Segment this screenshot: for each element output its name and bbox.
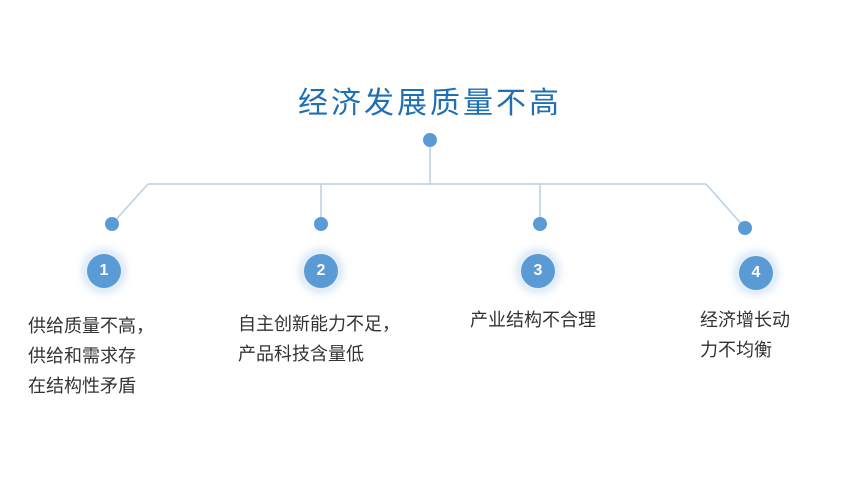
- branch-1-line-3: 在结构性矛盾: [28, 376, 136, 397]
- branch-3-line-1: 产业结构不合理: [470, 310, 596, 331]
- branch-dot-3: [533, 217, 547, 231]
- connector-branch-4: [705, 183, 746, 229]
- root-dot: [423, 133, 437, 147]
- branch-dot-2: [314, 217, 328, 231]
- branch-2-line-1: 自主创新能力不足，: [238, 314, 400, 335]
- branch-dot-1: [105, 217, 119, 231]
- branch-dot-4: [738, 221, 752, 235]
- branch-number-badge-3: 3: [521, 254, 555, 288]
- branch-number-badge-2: 2: [304, 254, 338, 288]
- branch-description-3: 产业结构不合理: [470, 306, 596, 336]
- branch-1-line-2: 供给和需求存: [28, 346, 136, 367]
- branch-4-line-1: 经济增长动: [700, 310, 790, 331]
- diagram-title: 经济发展质量不高: [298, 86, 562, 121]
- branch-number-badge-1: 1: [87, 254, 121, 288]
- branch-1-line-1: 供给质量不高，: [28, 316, 154, 337]
- connector-branch-1: [111, 183, 149, 225]
- branch-number-badge-4: 4: [739, 256, 773, 290]
- branch-description-2: 自主创新能力不足， 产品科技含量低: [238, 310, 400, 370]
- branch-description-1: 供给质量不高， 供给和需求存 在结构性矛盾: [28, 312, 154, 402]
- branch-2-line-2: 产品科技含量低: [238, 344, 364, 365]
- branch-4-line-2: 力不均衡: [700, 340, 772, 361]
- branch-description-4: 经济增长动 力不均衡: [700, 306, 790, 366]
